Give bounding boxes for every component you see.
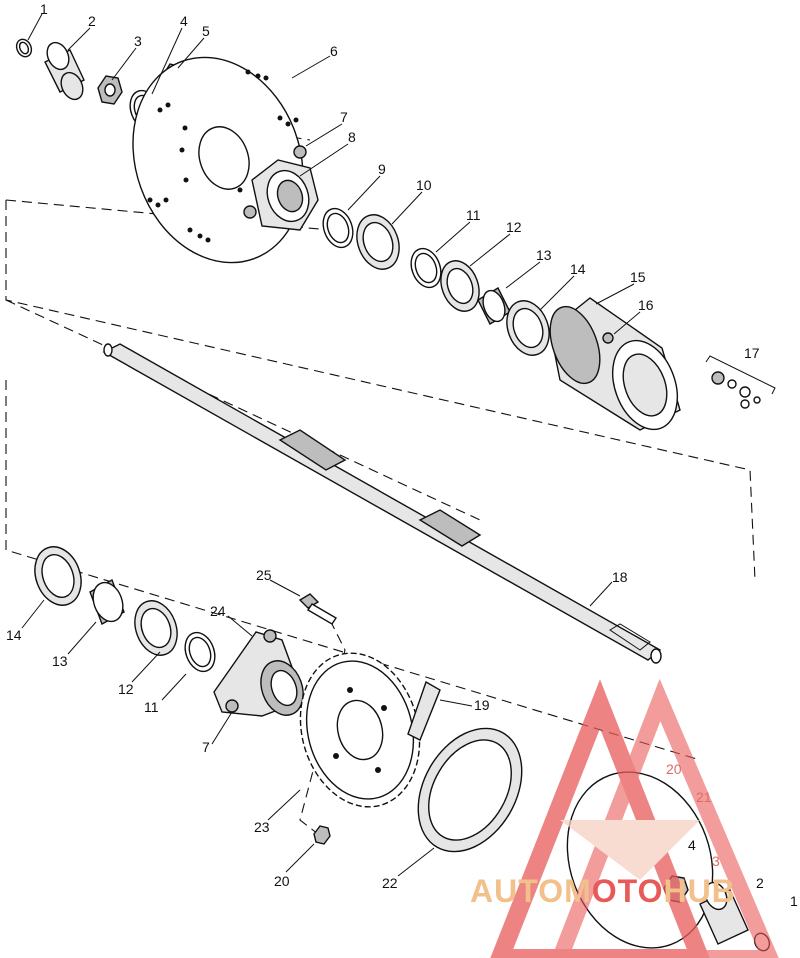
watermark-logo (490, 678, 779, 958)
watermark-text: AUTOMOTOHUB (470, 873, 736, 909)
callout-16: 16 (638, 297, 654, 313)
part-11-washer (410, 247, 442, 289)
callout-11: 11 (466, 207, 481, 223)
part-14-bearing-cup (506, 300, 550, 356)
part-11-lower-washer (184, 631, 216, 673)
part-20-nut (313, 825, 331, 845)
callout-8: 8 (348, 129, 356, 145)
callout-5: 5 (202, 23, 210, 39)
callout-12: 12 (506, 219, 522, 235)
part-3-hex-nut (97, 75, 123, 105)
callout-20-red: 20 (666, 761, 682, 777)
part-8-hub-flange (243, 145, 319, 231)
callout-2: 2 (88, 13, 96, 29)
callout-13b: 13 (52, 653, 68, 669)
callout-17: 17 (744, 345, 760, 361)
callout-18: 18 (612, 569, 628, 585)
part-12-bearing-cup (440, 260, 480, 312)
part-6-brake-disc (132, 56, 304, 264)
part-9-seal-ring (322, 207, 354, 249)
callout-15: 15 (630, 269, 646, 285)
part-1-snap-ring (15, 38, 33, 58)
callout-22: 22 (382, 875, 398, 891)
leader-lines (21, 13, 641, 877)
callout-1: 1 (40, 1, 48, 17)
callout-11b: 11 (144, 699, 159, 715)
callout-4-lower: 4 (688, 837, 696, 853)
callout-7: 7 (340, 109, 348, 125)
callout-24: 24 (210, 603, 226, 619)
callout-6: 6 (330, 43, 338, 59)
callout-4: 4 (180, 13, 188, 29)
part-16-grease-fitting (602, 332, 614, 344)
callouts-top: 1 2 3 4 5 6 7 8 9 10 11 12 13 14 15 16 1… (40, 1, 760, 361)
callout-12b: 12 (118, 681, 134, 697)
callout-13: 13 (536, 247, 552, 263)
callout-20: 20 (274, 873, 290, 889)
lower-part-2-sleeve (699, 881, 749, 945)
callout-23: 23 (254, 819, 270, 835)
callout-25: 25 (256, 567, 272, 583)
part-25-bolt (298, 593, 337, 625)
callout-3-red: 3 (712, 853, 720, 869)
callouts-bottom: 25 24 18 19 14 13 12 11 7 23 20 22 (6, 567, 628, 891)
part-14-lower-bearing-cup (34, 546, 82, 606)
part-17-hardware-set (705, 355, 776, 409)
callouts-watermark-area: 20 21 4 3 2 1 (666, 761, 798, 909)
part-13-cone-bearing (477, 287, 511, 325)
callout-14b: 14 (6, 627, 22, 643)
part-23-sprocket (299, 652, 421, 808)
part-2-spacer-sleeve (44, 41, 85, 101)
callout-7b: 7 (202, 739, 210, 755)
callout-1-lower: 1 (790, 893, 798, 909)
callout-10: 10 (416, 177, 432, 193)
callout-3: 3 (134, 33, 142, 49)
part-13-lower-cone-bearing (89, 578, 125, 626)
callout-9: 9 (378, 161, 386, 177)
part-15-axle-housing (549, 297, 681, 431)
callout-19: 19 (474, 697, 490, 713)
callout-2-lower: 2 (756, 875, 764, 891)
part-18-axle-shaft (102, 343, 662, 664)
part-22-brake-drum (417, 727, 523, 853)
callout-14: 14 (570, 261, 586, 277)
callout-21-red: 21 (696, 789, 712, 805)
part-10-bearing (356, 214, 400, 270)
part-19-chain-guide (407, 680, 441, 741)
part-12-lower-bearing-cup (134, 600, 178, 656)
part-24-sprocket-hub (213, 629, 305, 717)
